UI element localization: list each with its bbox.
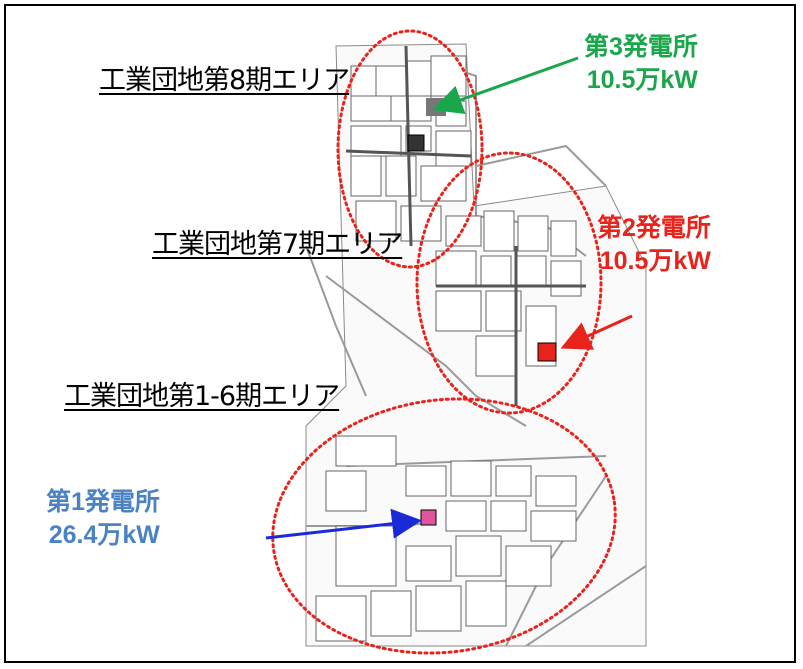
plant3-marker [407, 134, 425, 152]
phase1-6-boundary [271, 397, 617, 655]
plant3-arrow [432, 56, 579, 115]
plant1-marker [420, 509, 437, 526]
phase1-6-area-label: 工業団地第1-6期エリア [64, 381, 340, 412]
plant1-label: 第1発電所 26.4万kW [46, 486, 160, 552]
industrial-park-map [265, 29, 647, 655]
plant1-capacity: 26.4万kW [48, 521, 160, 549]
map-frame: 工業団地第8期エリア 工業団地第7期エリア 工業団地第1-6期エリア 第3発電所… [4, 4, 796, 663]
plant3-capacity: 10.5万kW [586, 66, 698, 94]
plant2-marker [537, 342, 557, 362]
plant2-name: 第2発電所 [597, 214, 711, 242]
phase7-boundary [415, 151, 603, 415]
plant2-arrow [560, 314, 633, 350]
plant1-arrow [265, 508, 422, 540]
phase8-area-label: 工業団地第8期エリア [99, 65, 350, 96]
area-boundaries [271, 29, 617, 655]
phase7-area-label: 工業団地第7期エリア [152, 229, 403, 260]
plant2-label: 第2発電所 10.5万kW [597, 212, 711, 278]
phase1-6-parcels [315, 435, 577, 642]
plant3-label: 第3発電所 10.5万kW [584, 31, 698, 97]
plant3-name: 第3発電所 [584, 33, 698, 61]
phase8-boundary [336, 29, 484, 269]
plant2-capacity: 10.5万kW [599, 247, 711, 275]
plant1-name: 第1発電所 [46, 488, 160, 516]
